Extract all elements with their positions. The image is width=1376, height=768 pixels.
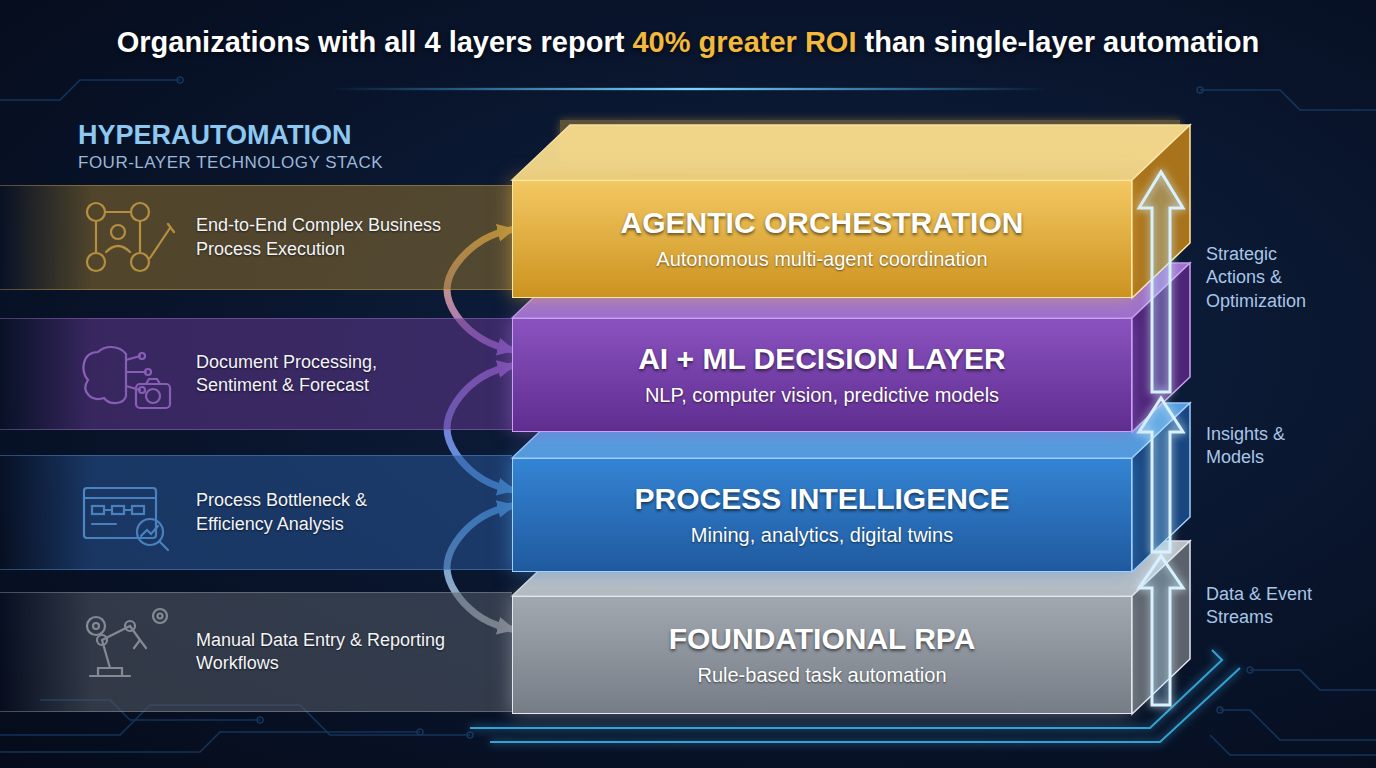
drawing-part — [1139, 172, 1183, 392]
drawing-part — [257, 717, 263, 723]
slab-side — [1132, 541, 1190, 714]
flow-label: Insights & Models — [1206, 423, 1336, 470]
drawing-part — [1250, 670, 1376, 690]
drawing-part — [1247, 667, 1253, 673]
title: Organizations with all 4 layers report 4… — [117, 26, 1260, 59]
drawing-part — [177, 77, 183, 83]
use-case-band: Document Processing, Sentiment & Forecas… — [0, 318, 512, 430]
layer-title: AI + ML DECISION LAYER — [638, 342, 1006, 377]
layer-slab: AGENTIC ORCHESTRATION Autonomous multi-ag… — [512, 180, 1132, 298]
use-case-text: Process Bottleneck & Efficiency Analysis — [196, 489, 446, 536]
flow-arrows — [1139, 172, 1183, 705]
drawing-part — [1139, 556, 1183, 705]
layer-subtitle: Mining, analytics, digital twins — [691, 522, 953, 548]
slab-top — [512, 125, 1190, 180]
use-case-band: End-to-End Complex Business Process Exec… — [0, 185, 512, 290]
use-case-band: Manual Data Entry & Reporting Workflows — [0, 592, 512, 712]
drawing-part — [0, 80, 180, 100]
layer-slab: AI + ML DECISION LAYER NLP, computer visi… — [512, 318, 1132, 432]
drawing-part — [417, 729, 423, 735]
flow-label: Strategic Actions & Optimization — [1206, 243, 1336, 313]
title-bar: Organizations with all 4 layers report 4… — [0, 26, 1376, 59]
drawing-part — [0, 732, 420, 752]
layer-slab: PROCESS INTELLIGENCE Mining, analytics, d… — [512, 458, 1132, 572]
use-case-text: End-to-End Complex Business Process Exec… — [196, 214, 446, 261]
title-glow-line — [330, 88, 1050, 90]
drawing-part — [1220, 710, 1376, 740]
drawing-part — [467, 732, 473, 738]
drawing-part — [1197, 87, 1203, 93]
layer-title: FOUNDATIONAL RPA — [669, 622, 976, 657]
drawing-part — [1217, 707, 1223, 713]
layer-slab: FOUNDATIONAL RPA Rule-based task automati… — [512, 596, 1132, 714]
drawing-part — [1210, 735, 1376, 755]
circuit-lines — [0, 77, 1376, 755]
use-case-band: Process Bottleneck & Efficiency Analysis — [0, 455, 512, 570]
section-heading: HYPERAUTOMATION — [78, 118, 352, 153]
section-heading: FOUR-LAYER TECHNOLOGY STACK — [78, 152, 383, 174]
use-case-text: Manual Data Entry & Reporting Workflows — [196, 629, 446, 676]
drawing-part — [1139, 398, 1183, 552]
slab-faces — [512, 120, 1190, 714]
use-case-text: Document Processing, Sentiment & Forecas… — [196, 351, 446, 398]
layer-subtitle: NLP, computer vision, predictive models — [645, 382, 999, 408]
layer-title: PROCESS INTELLIGENCE — [634, 482, 1009, 517]
layer-subtitle: Autonomous multi-agent coordination — [656, 246, 987, 272]
flow-label: Data & Event Streams — [1206, 583, 1336, 630]
layer-subtitle: Rule-based task automation — [697, 662, 946, 688]
layer-title: AGENTIC ORCHESTRATION — [621, 206, 1024, 241]
title-part: than single-layer automation — [856, 26, 1259, 58]
slab-depth — [512, 125, 1190, 298]
title-part: Organizations with all 4 layers report — [117, 26, 633, 58]
title-highlight: 40% greater ROI — [632, 26, 856, 58]
drawing-part — [1200, 90, 1376, 110]
